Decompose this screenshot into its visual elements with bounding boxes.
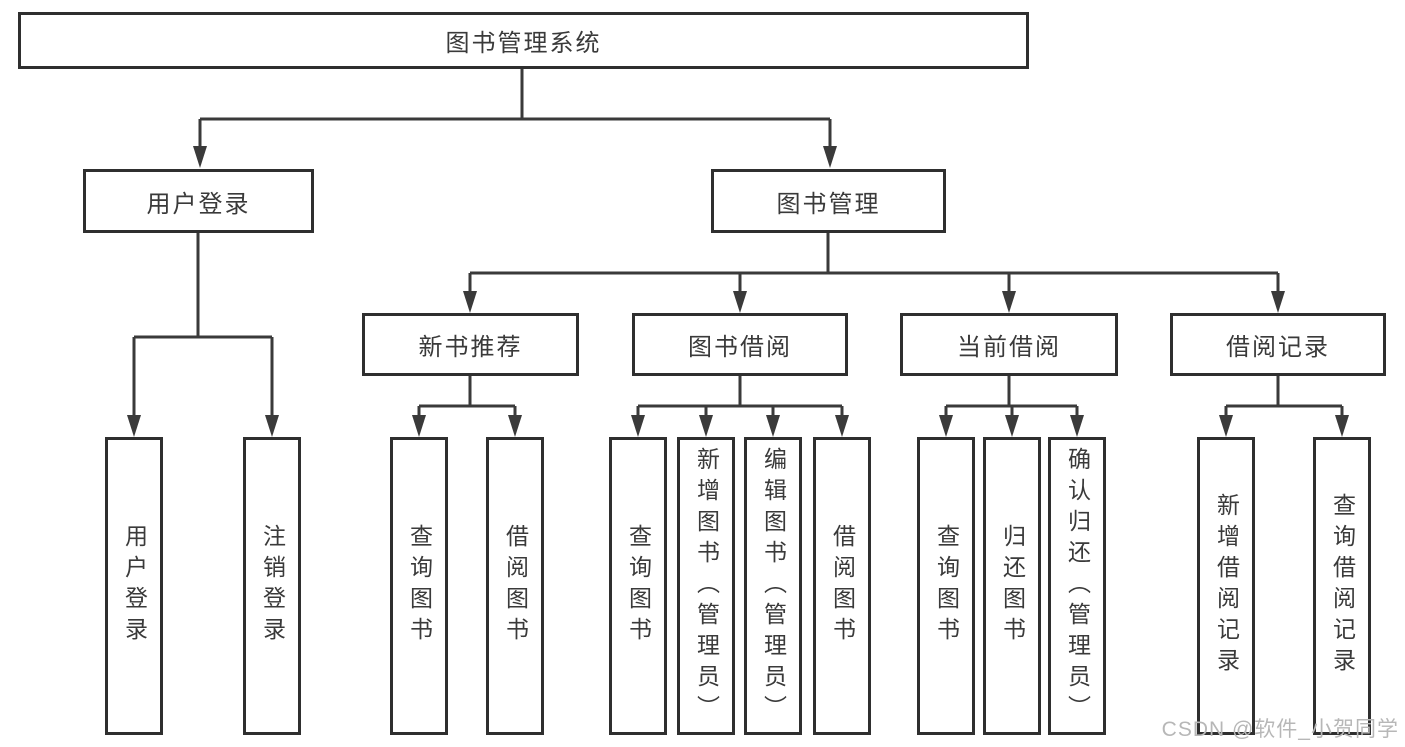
arrowhead <box>193 146 207 168</box>
connector-userlogin-children <box>127 233 279 437</box>
node-new-book-recommend: 新书推荐 <box>362 313 579 376</box>
arrowhead <box>631 415 645 437</box>
node-label: 新增借阅记录 <box>1213 493 1240 679</box>
arrowhead <box>127 415 141 437</box>
leaf-logout: 注销登录 <box>243 437 301 735</box>
node-label: 查询借阅记录 <box>1329 493 1356 679</box>
leaf-edit-books-admin: 编辑图书（管理员） <box>744 437 802 735</box>
leaf-query-books-recommend: 查询图书 <box>390 437 448 735</box>
leaf-confirm-return-admin: 确认归还（管理员） <box>1048 437 1106 735</box>
leaf-add-borrow-record: 新增借阅记录 <box>1197 437 1255 735</box>
node-label: 查询图书 <box>406 524 433 648</box>
leaf-query-books-borrow: 查询图书 <box>609 437 667 735</box>
arrowhead <box>1005 415 1019 437</box>
leaf-user-login: 用户登录 <box>105 437 163 735</box>
arrowhead <box>835 415 849 437</box>
arrowhead <box>766 415 780 437</box>
node-label: 用户登录 <box>146 190 251 218</box>
node-book-management: 图书管理 <box>711 169 946 233</box>
arrowhead <box>1271 291 1285 313</box>
leaf-add-books-admin: 新增图书（管理员） <box>677 437 735 735</box>
node-label: 借阅记录 <box>1226 334 1330 361</box>
leaf-borrow-books-recommend: 借阅图书 <box>486 437 544 735</box>
node-label: 图书管理系统 <box>445 30 602 57</box>
arrowhead <box>939 415 953 437</box>
node-label: 编辑图书（管理员） <box>760 446 787 726</box>
arrowhead <box>1070 415 1084 437</box>
connector-root-to-level2 <box>193 69 837 168</box>
leaf-return-books: 归还图书 <box>983 437 1041 735</box>
node-label: 图书管理 <box>776 190 881 218</box>
leaf-borrow-books: 借阅图书 <box>813 437 871 735</box>
node-label: 查询图书 <box>933 524 960 648</box>
connector-borrow-children <box>631 376 849 437</box>
node-label: 借阅图书 <box>829 524 856 648</box>
arrowhead <box>265 415 279 437</box>
node-user-login: 用户登录 <box>83 169 314 233</box>
arrowhead <box>699 415 713 437</box>
node-label: 图书借阅 <box>688 334 792 361</box>
node-label: 新书推荐 <box>418 334 523 361</box>
node-label: 归还图书 <box>999 524 1026 648</box>
leaf-query-books-current: 查询图书 <box>917 437 975 735</box>
connector-records-children <box>1219 376 1349 437</box>
node-label: 确认归还（管理员） <box>1064 446 1091 726</box>
arrowhead <box>733 291 747 313</box>
node-book-borrow: 图书借阅 <box>632 313 848 376</box>
arrowhead <box>1002 291 1016 313</box>
connector-newbooks-children <box>412 376 522 437</box>
node-label: 注销登录 <box>259 524 286 648</box>
arrowhead <box>412 415 426 437</box>
arrowhead <box>1335 415 1349 437</box>
node-borrow-records: 借阅记录 <box>1170 313 1386 376</box>
arrowhead <box>823 146 837 168</box>
arrowhead <box>1219 415 1233 437</box>
node-label: 当前借阅 <box>957 334 1061 361</box>
node-label: 用户登录 <box>121 524 148 648</box>
leaf-query-borrow-record: 查询借阅记录 <box>1313 437 1371 735</box>
node-root-library-system: 图书管理系统 <box>18 12 1029 69</box>
arrowhead <box>508 415 522 437</box>
node-label: 借阅图书 <box>502 524 529 648</box>
connector-bookmgmt-to-level3 <box>463 233 1285 313</box>
connector-current-children <box>939 376 1084 437</box>
node-label: 新增图书（管理员） <box>693 446 720 726</box>
csdn-watermark: CSDN @软件_小贺同学 <box>1161 718 1399 741</box>
node-current-borrow: 当前借阅 <box>900 313 1118 376</box>
arrowhead <box>463 291 477 313</box>
node-label: 查询图书 <box>625 524 652 648</box>
